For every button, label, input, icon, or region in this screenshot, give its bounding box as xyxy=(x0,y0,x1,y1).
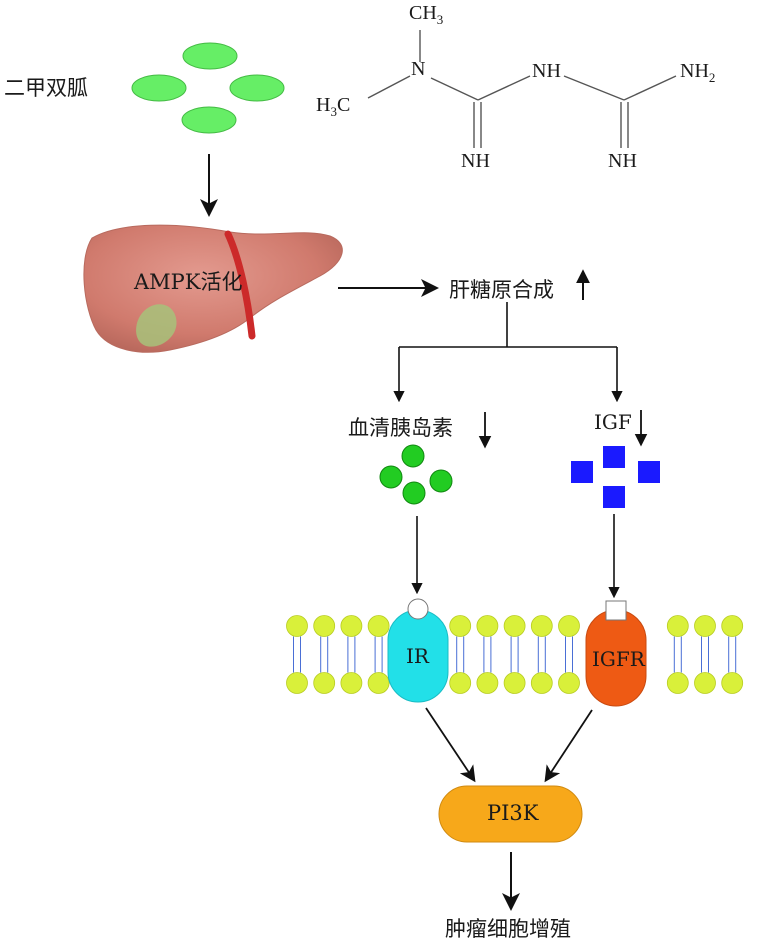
chem-nh2-right: NH2 xyxy=(680,60,716,85)
lipid-head xyxy=(449,615,472,637)
insulin-dot-right xyxy=(429,469,453,493)
ir-receptor-binding-site xyxy=(407,598,429,620)
pi3k-node xyxy=(438,785,583,843)
insulin-dot-top xyxy=(401,444,425,468)
glycogen-label: 肝糖原合成 xyxy=(449,278,554,302)
lipid-head xyxy=(558,672,580,694)
insulin-dot-left xyxy=(379,465,403,489)
serum-insulin-label: 血清胰岛素 xyxy=(348,416,453,440)
chem-n-center: N xyxy=(411,58,426,80)
arrow-ir-to-pi3k xyxy=(425,707,476,783)
lipid-head xyxy=(476,672,499,694)
igf-label: IGF xyxy=(594,410,632,434)
igf-square-left xyxy=(571,461,593,483)
igfr-label: IGFR xyxy=(592,647,645,671)
lipid-head xyxy=(721,615,744,637)
lipid-head xyxy=(340,672,363,694)
igf-square-bottom xyxy=(603,486,625,508)
metformin-structure-bonds xyxy=(367,30,677,148)
chem-h3c-left: H3C xyxy=(316,94,351,119)
branch-connector xyxy=(399,302,617,348)
lipid-head xyxy=(476,615,499,637)
metformin-label: 二甲双胍 xyxy=(4,76,88,100)
arrow-igfr-to-pi3k xyxy=(544,709,593,783)
chem-nh-bottom-right: NH xyxy=(608,150,637,172)
lipid-head xyxy=(694,615,716,637)
chem-ch3-top: CH3 xyxy=(409,2,444,27)
chem-nh-bottom-left: NH xyxy=(461,150,490,172)
igf-square-top xyxy=(603,446,625,468)
ir-receptor xyxy=(387,598,449,703)
lipid-head xyxy=(558,615,580,637)
insulin-molecules xyxy=(379,444,453,505)
insulin-dot-bottom xyxy=(402,481,426,505)
liver-ampk-label: AMPK活化 xyxy=(134,270,243,294)
lipid-head xyxy=(694,672,716,694)
lipid-head xyxy=(286,615,308,637)
liver-illustration xyxy=(83,224,343,353)
metformin-ellipse-top xyxy=(182,42,238,70)
metformin-ellipse-right xyxy=(229,74,285,102)
cell-membrane xyxy=(286,615,744,694)
lipid-head xyxy=(721,672,744,694)
lipid-head xyxy=(340,615,363,637)
lipid-head xyxy=(503,615,526,637)
lipid-head xyxy=(666,615,689,637)
lipid-head xyxy=(666,672,689,694)
lipid-head xyxy=(313,672,336,694)
igfr-receptor xyxy=(585,600,647,707)
metformin-ellipse-left xyxy=(131,74,187,102)
pi3k-label: PI3K xyxy=(487,801,539,825)
lipid-head xyxy=(367,672,390,694)
lipid-head xyxy=(367,615,390,637)
lipid-head xyxy=(530,672,553,694)
igfr-receptor-binding-site xyxy=(605,600,627,621)
lipid-head xyxy=(503,672,526,694)
ir-label: IR xyxy=(406,644,429,668)
lipid-head xyxy=(313,615,336,637)
lipid-head xyxy=(449,672,472,694)
igf-square-right xyxy=(638,461,660,483)
igf-molecules xyxy=(571,446,660,508)
metformin-molecules xyxy=(131,42,285,134)
metformin-ellipse-bottom xyxy=(181,106,237,134)
lipid-head xyxy=(286,672,308,694)
proliferation-label: 肿瘤细胞增殖 xyxy=(445,917,571,941)
lipid-head xyxy=(530,615,553,637)
chem-nh-middle: NH xyxy=(532,60,561,82)
